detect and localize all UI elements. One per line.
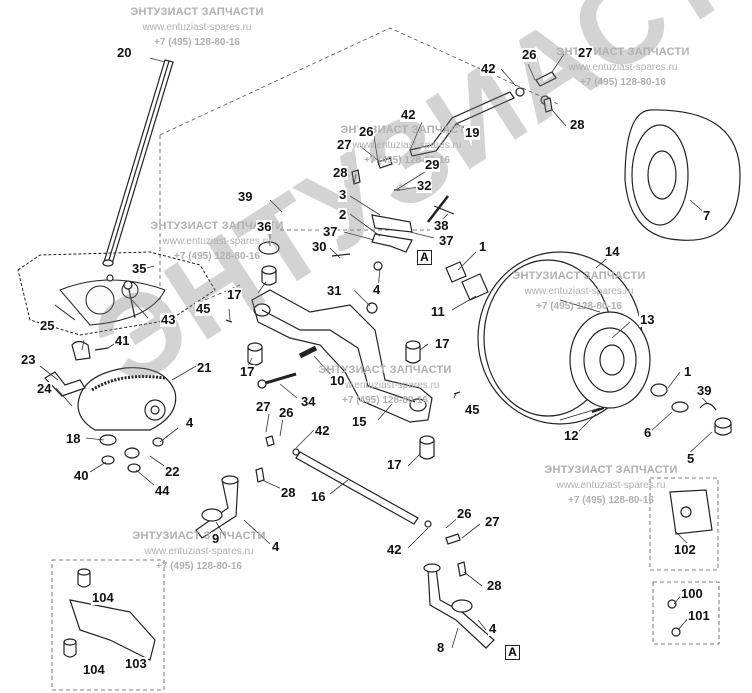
part-callout: 17 [434,336,451,351]
part-callout: 39 [696,383,713,398]
part-callout: 18 [65,431,82,446]
part-callout: 103 [124,656,148,671]
front-axle-beam-part [251,289,433,423]
part-callout: 2 [338,207,348,222]
part-callout: 29 [424,157,441,172]
part-callout: 26 [521,47,538,62]
part-callout: 27 [255,399,272,414]
part-callout: 100 [680,586,704,601]
part-callout: 27 [484,514,501,529]
part-callout: 17 [386,457,403,472]
part-callout: 6 [643,425,653,440]
part-callout: 28 [332,165,349,180]
part-callout: 5 [686,451,696,466]
part-callout: 1 [478,239,488,254]
front-wheel-part [477,251,651,425]
part-callout: 104 [82,662,106,677]
part-callout: 19 [464,125,481,140]
part-callout: 25 [39,318,56,333]
part-callout: 26 [456,506,473,521]
part-callout: 22 [164,464,181,479]
part-callout: 45 [195,301,212,316]
wheel-hardware-part [591,383,732,436]
part-callout: 4 [372,282,382,297]
part-callout: 31 [326,283,343,298]
part-callout: 42 [480,61,497,76]
part-callout: 3 [338,187,348,202]
spindle-right-part [423,563,495,649]
part-callout: 4 [271,539,281,554]
part-callout: 32 [416,178,433,193]
part-callout: 35 [131,261,148,276]
steering-column-part [102,59,174,267]
part-callout: 37 [438,233,455,248]
part-callout: 9 [211,531,221,546]
part-callout: 37 [322,224,339,239]
part-callout: 13 [639,312,656,327]
part-callout: 20 [116,45,133,60]
part-callout: 104 [91,590,115,605]
part-callout: 101 [687,608,711,623]
part-callout: 7 [702,208,712,223]
spindle-left-part [195,475,239,539]
part-callout: 14 [604,244,621,259]
part-callout: 21 [196,360,213,375]
part-callout: 17 [239,364,256,379]
part-callout: 28 [280,485,297,500]
part-callout: 16 [310,489,327,504]
part-callout: 4 [185,415,195,430]
part-callout: 10 [329,373,346,388]
tie-rod-part [292,448,432,528]
part-callout: 4 [488,621,498,636]
part-callout: 39 [237,189,254,204]
part-callout: 30 [311,239,328,254]
part-callout: 42 [314,423,331,438]
left-hardware-part [94,274,164,473]
part-callout: 23 [20,352,37,367]
part-callout: 28 [569,117,586,132]
sector-gear-part [77,367,177,431]
rear-tire-part [624,109,741,241]
drag-link-part [409,87,525,157]
part-callout: 26 [278,405,295,420]
steering-arm-part [371,195,449,253]
bolts-part [225,71,557,577]
part-callout: 17 [226,287,243,302]
chassis-plate-part [17,251,216,336]
part-callout: 27 [577,45,594,60]
part-callout: 44 [154,483,171,498]
part-callout: 1 [683,364,693,379]
part-callout: 102 [673,542,697,557]
part-callout: 28 [486,578,503,593]
part-callout: 41 [114,333,131,348]
bushings-part [247,241,435,460]
part-callout: 24 [36,381,53,396]
part-callout: 12 [563,428,580,443]
wheel-bushing-part [445,261,489,301]
inset-parts [63,489,713,661]
part-callout: 36 [256,219,273,234]
part-callout: 42 [386,542,403,557]
part-callout: 45 [464,402,481,417]
part-callout: 34 [300,394,317,409]
part-callout: 26 [358,124,375,139]
part-callout: 40 [73,468,90,483]
reference-marker-a: A [417,250,432,265]
part-callout: 38 [433,218,450,233]
reference-marker-a: A [505,645,520,660]
part-callout: 27 [336,137,353,152]
part-callout: 11 [430,304,446,319]
part-callout: 15 [351,414,368,429]
part-callout: 8 [436,640,446,655]
part-callout: 42 [400,107,417,122]
part-callout: 43 [160,312,177,327]
dashed-assembly-outline [51,27,720,691]
